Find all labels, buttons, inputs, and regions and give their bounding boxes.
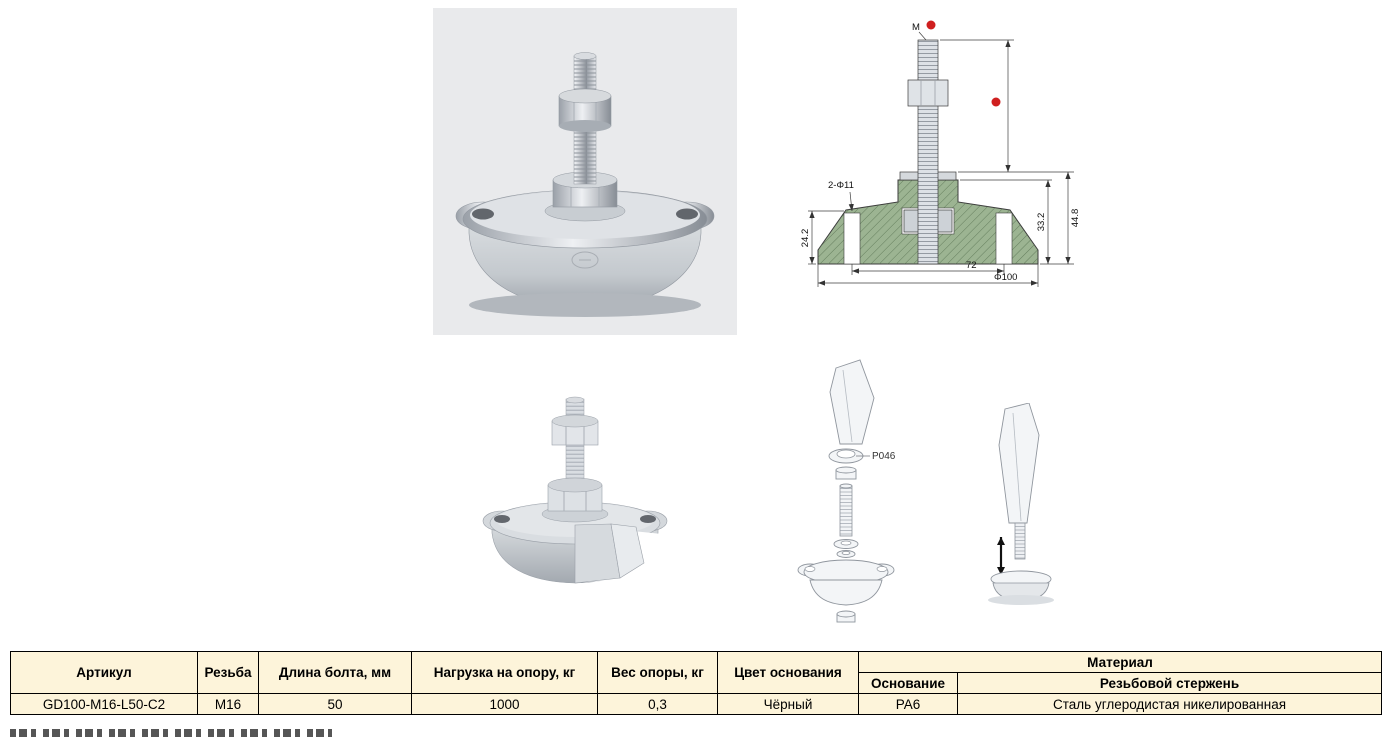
svg-text:33.2: 33.2: [1036, 213, 1047, 232]
svg-text:Φ100: Φ100: [994, 272, 1017, 283]
installation-render: [988, 403, 1054, 605]
mounted-bracket: [998, 403, 1040, 524]
product-photo-panel: [433, 8, 737, 335]
value-load: 1000: [411, 693, 598, 715]
installation-view-panel: [975, 403, 1085, 615]
exploded-stud: [839, 483, 853, 537]
exploded-foot-base: [797, 559, 895, 606]
table-row: GD100-M16-L50-C2 M16 50 1000 0,3 Чёрный …: [10, 693, 1383, 715]
dim-total-height: 44.8: [1065, 172, 1081, 264]
header-material-rod: Резьбовой стержень: [956, 672, 1383, 694]
exploded-nut: [835, 466, 857, 480]
thread-label: M: [912, 22, 920, 33]
mounted-foot: [988, 570, 1054, 605]
section-hole: [995, 212, 1013, 265]
dim-bolt-length: [940, 39, 1074, 173]
red-marker-length: [991, 97, 1001, 107]
exploded-view-panel: P046: [780, 358, 935, 636]
cutaway-render: [482, 396, 668, 584]
engraved-logo: [571, 251, 599, 269]
cropped-text-strip: [10, 729, 332, 737]
mounting-hole: [640, 515, 656, 523]
mounting-hole: [676, 208, 698, 220]
section-hole: [843, 212, 861, 265]
dimension-drawing: M 24.2 33.2: [800, 20, 1081, 287]
dim-flange-height: 24.2: [800, 210, 844, 265]
spec-table-wrap: Артикул Резьба Длина болта, мм Нагрузка …: [10, 651, 1383, 715]
foot-dome: [468, 223, 702, 317]
exploded-washers: [833, 539, 859, 558]
svg-text:72: 72: [966, 260, 977, 271]
hex-nut-section: [907, 79, 949, 107]
header-weight: Вес опоры, кг: [597, 651, 718, 694]
svg-text:44.8: 44.8: [1070, 209, 1081, 228]
svg-text:2-Φ11: 2-Φ11: [828, 180, 854, 191]
part-label: P046: [872, 451, 896, 462]
header-thread: Резьба: [197, 651, 259, 694]
value-base-color: Чёрный: [717, 693, 859, 715]
dimension-drawing-panel: M 24.2 33.2: [800, 12, 1100, 312]
value-article: GD100-M16-L50-C2: [10, 693, 198, 715]
product-photo-render: [455, 52, 715, 317]
exploded-bracket: [829, 359, 875, 445]
value-weight: 0,3: [597, 693, 718, 715]
value-material-base: PA6: [858, 693, 958, 715]
mounting-hole: [494, 515, 510, 523]
header-article: Артикул: [10, 651, 198, 694]
cutaway-top-nut: [551, 414, 599, 446]
dim-diameter: Φ100: [817, 264, 1039, 287]
header-material-base: Основание: [858, 672, 958, 694]
exploded-clamp-plate: P046: [828, 448, 896, 464]
top-hex-nut: [558, 88, 612, 132]
mounting-hole: [472, 208, 494, 220]
dim-boss-height: 33.2: [960, 179, 1074, 265]
svg-text:24.2: 24.2: [800, 229, 811, 248]
spec-table: Артикул Резьба Длина болта, мм Нагрузка …: [10, 651, 1383, 715]
exploded-bottom-nut: [836, 610, 856, 623]
header-bolt-length: Длина болта, мм: [258, 651, 412, 694]
stud-section: [917, 39, 939, 265]
exploded-render: P046: [797, 359, 896, 623]
red-marker-thread: [926, 20, 936, 30]
header-load: Нагрузка на опору, кг: [411, 651, 598, 694]
holes-callout: 2-Φ11: [828, 180, 854, 212]
value-thread: M16: [197, 693, 259, 715]
header-material: Материал: [857, 651, 1383, 673]
value-bolt-length: 50: [258, 693, 412, 715]
cutaway-base-nut: [547, 477, 603, 512]
cutaway-view-panel: [470, 385, 680, 620]
cut-section-faces: [574, 523, 662, 584]
value-material-rod: Сталь углеродистая никелированная: [956, 693, 1383, 715]
mounted-stud: [1014, 522, 1026, 560]
header-base-color: Цвет основания: [717, 651, 859, 694]
dim-hole-spacing: 72: [851, 260, 1005, 275]
